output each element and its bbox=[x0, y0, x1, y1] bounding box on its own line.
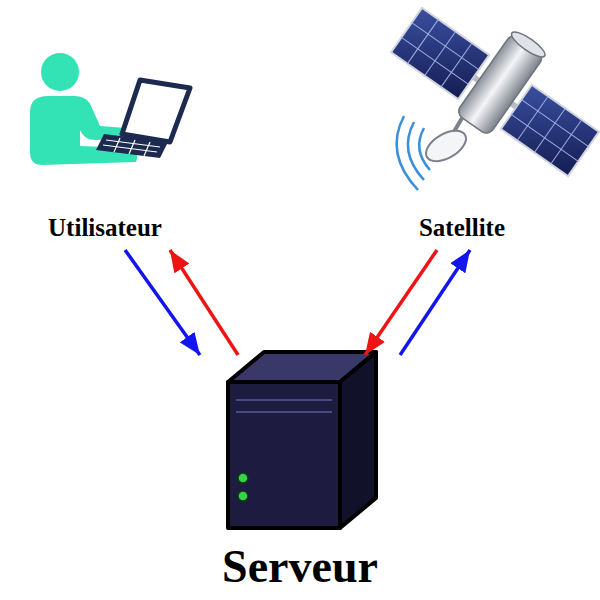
server-slot bbox=[236, 411, 332, 413]
satellite-top bbox=[508, 28, 548, 61]
node-label: Satellite bbox=[362, 214, 562, 242]
satellite-icon bbox=[384, 0, 600, 190]
flow-arrow bbox=[125, 250, 200, 355]
node-label: Serveur bbox=[180, 540, 420, 593]
laptop-screen bbox=[122, 80, 190, 142]
laptop-keys bbox=[103, 138, 160, 156]
server-node: Serveur bbox=[180, 355, 420, 595]
user-head bbox=[41, 53, 79, 91]
user-icon bbox=[30, 53, 190, 165]
server-icon bbox=[228, 352, 376, 528]
server-front bbox=[228, 382, 340, 528]
node-label: Utilisateur bbox=[20, 214, 190, 242]
server-led bbox=[238, 473, 248, 483]
flow-arrow bbox=[365, 250, 437, 355]
satellite-node: Satellite bbox=[362, 10, 562, 250]
server-slot bbox=[236, 399, 332, 401]
server-led bbox=[238, 491, 248, 501]
dish bbox=[421, 125, 471, 168]
panel-grid bbox=[391, 8, 599, 176]
flow-arrow bbox=[170, 250, 238, 355]
server-side bbox=[340, 352, 376, 528]
laptop-base bbox=[96, 134, 168, 158]
flow-arrow bbox=[400, 250, 470, 355]
user-node: Utilisateur bbox=[20, 25, 190, 250]
